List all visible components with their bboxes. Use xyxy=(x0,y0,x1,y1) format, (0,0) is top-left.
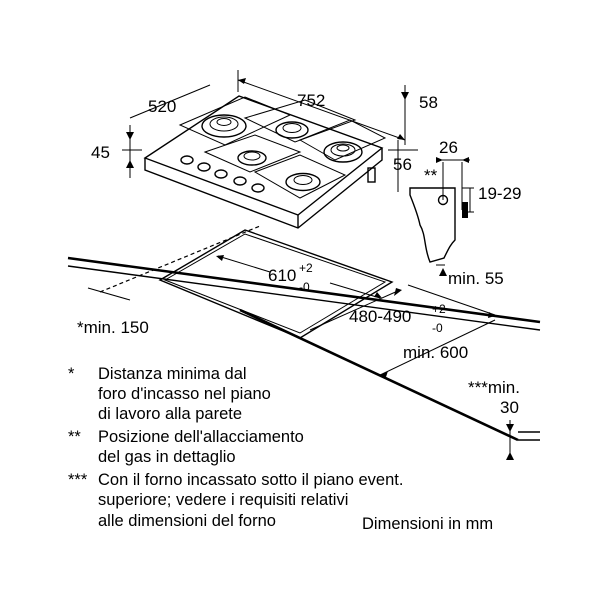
burner-large xyxy=(201,114,247,138)
burner-rear xyxy=(275,121,309,139)
connection-height-label: 19-29 xyxy=(478,184,521,203)
note-3-line-3: alle dimensioni del forno xyxy=(98,512,276,530)
connection-marker: ** xyxy=(424,166,438,185)
connection-offset-label: 26 xyxy=(439,138,458,157)
burner-wok xyxy=(323,141,363,163)
oven-min-label: ***min. xyxy=(468,378,520,397)
oven-min-value: 30 xyxy=(500,398,519,417)
cutout-width-tol-plus: +2 xyxy=(299,261,313,275)
cutout-width-tol-minus: -0 xyxy=(299,280,310,294)
wall-min-label: *min. 150 xyxy=(77,318,149,337)
cutout-outline xyxy=(158,229,394,339)
gas-connection-detail xyxy=(409,157,474,276)
note-3-line-2: superiore; vedere i requisiti relativi xyxy=(98,491,348,509)
hob-height-label: 45 xyxy=(91,143,110,162)
connection-fitting xyxy=(462,202,468,218)
note-1-line-3: di lavoro alla parete xyxy=(98,405,242,423)
connection-min-edge-label: min. 55 xyxy=(448,269,504,288)
connection-point-icon xyxy=(437,194,449,206)
units-note: Dimensioni in mm xyxy=(362,515,493,533)
connection-profile xyxy=(409,187,456,263)
hob-depth-label: 520 xyxy=(148,97,176,116)
note-2-marker: ** xyxy=(68,428,81,446)
hob-dimension-lines xyxy=(122,70,418,192)
cutout-width-label: 610 xyxy=(268,266,296,285)
hob-width-label: 752 xyxy=(297,91,325,110)
wall-line xyxy=(99,225,261,293)
cutout-depth-tol-minus: -0 xyxy=(432,321,443,335)
note-2-line-2: del gas in dettaglio xyxy=(98,448,236,466)
note-3-line-1: Con il forno incassato sotto il piano ev… xyxy=(98,471,403,489)
note-1-line-1: Distanza minima dal xyxy=(98,365,247,383)
note-2-line-1: Posizione dell'allacciamento xyxy=(98,428,304,446)
note-1-line-2: foro d'incasso nel piano xyxy=(98,385,271,403)
note-1-marker: * xyxy=(68,365,75,383)
hob-top-margin-label: 58 xyxy=(419,93,438,112)
hob-side-margin-label: 56 xyxy=(393,155,412,174)
control-knobs xyxy=(180,155,265,193)
depth-min-label: min. 600 xyxy=(403,343,468,362)
notes: * Distanza minima dal foro d'incasso nel… xyxy=(68,365,403,530)
cutout-depth-label: 480-490 xyxy=(349,307,411,326)
hob-drawing xyxy=(143,95,387,229)
note-3-marker: *** xyxy=(68,471,88,489)
burner-middle xyxy=(237,150,267,166)
burner-front xyxy=(285,172,321,192)
cutout-depth-tol-plus: +2 xyxy=(432,302,446,316)
worktop-rear-edge xyxy=(67,256,541,324)
worktop-front-edge xyxy=(239,308,519,442)
worktop-drawing xyxy=(67,225,541,460)
